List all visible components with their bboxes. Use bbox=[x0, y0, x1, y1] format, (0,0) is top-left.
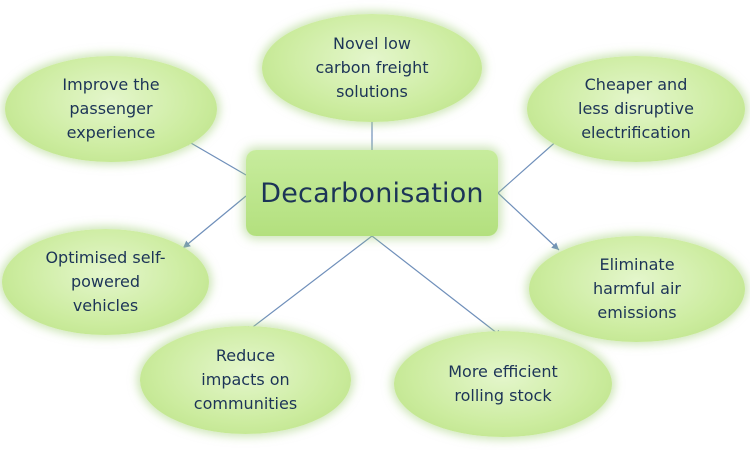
arrow-to-upper-left-node bbox=[183, 138, 247, 176]
node-label: Reduce impacts on communities bbox=[193, 346, 298, 413]
node-label: Cheaper and less disruptive electrificat… bbox=[578, 75, 694, 142]
node-label: Novel low carbon freight solutions bbox=[315, 34, 429, 101]
node-optimised-self-powered-vehicles: Optimised self- powered vehicles bbox=[2, 229, 209, 335]
node-novel-low-carbon-freight: Novel low carbon freight solutions bbox=[262, 14, 482, 122]
arrow-to-middle-left-node bbox=[182, 195, 247, 249]
arrow-to-middle-right-node bbox=[497, 192, 560, 251]
node-improve-passenger-experience: Improve the passenger experience bbox=[5, 56, 217, 162]
arrow-to-bottom-left-node bbox=[244, 235, 373, 334]
center-node-decarbonisation: Decarbonisation bbox=[246, 150, 498, 236]
node-label: Improve the passenger experience bbox=[62, 75, 160, 142]
node-label: Optimised self- powered vehicles bbox=[45, 248, 166, 315]
arrow-to-upper-right-node bbox=[497, 137, 561, 194]
node-label: Eliminate harmful air emissions bbox=[593, 255, 681, 322]
node-label: More efficient rolling stock bbox=[448, 362, 558, 405]
center-node-label: Decarbonisation bbox=[260, 177, 484, 209]
node-efficient-rolling-stock: More efficient rolling stock bbox=[394, 331, 612, 437]
node-eliminate-air-emissions: Eliminate harmful air emissions bbox=[529, 236, 745, 342]
node-reduce-community-impacts: Reduce impacts on communities bbox=[140, 326, 351, 434]
arrow-to-bottom-right-node bbox=[371, 235, 503, 338]
node-cheaper-electrification: Cheaper and less disruptive electrificat… bbox=[527, 56, 745, 162]
